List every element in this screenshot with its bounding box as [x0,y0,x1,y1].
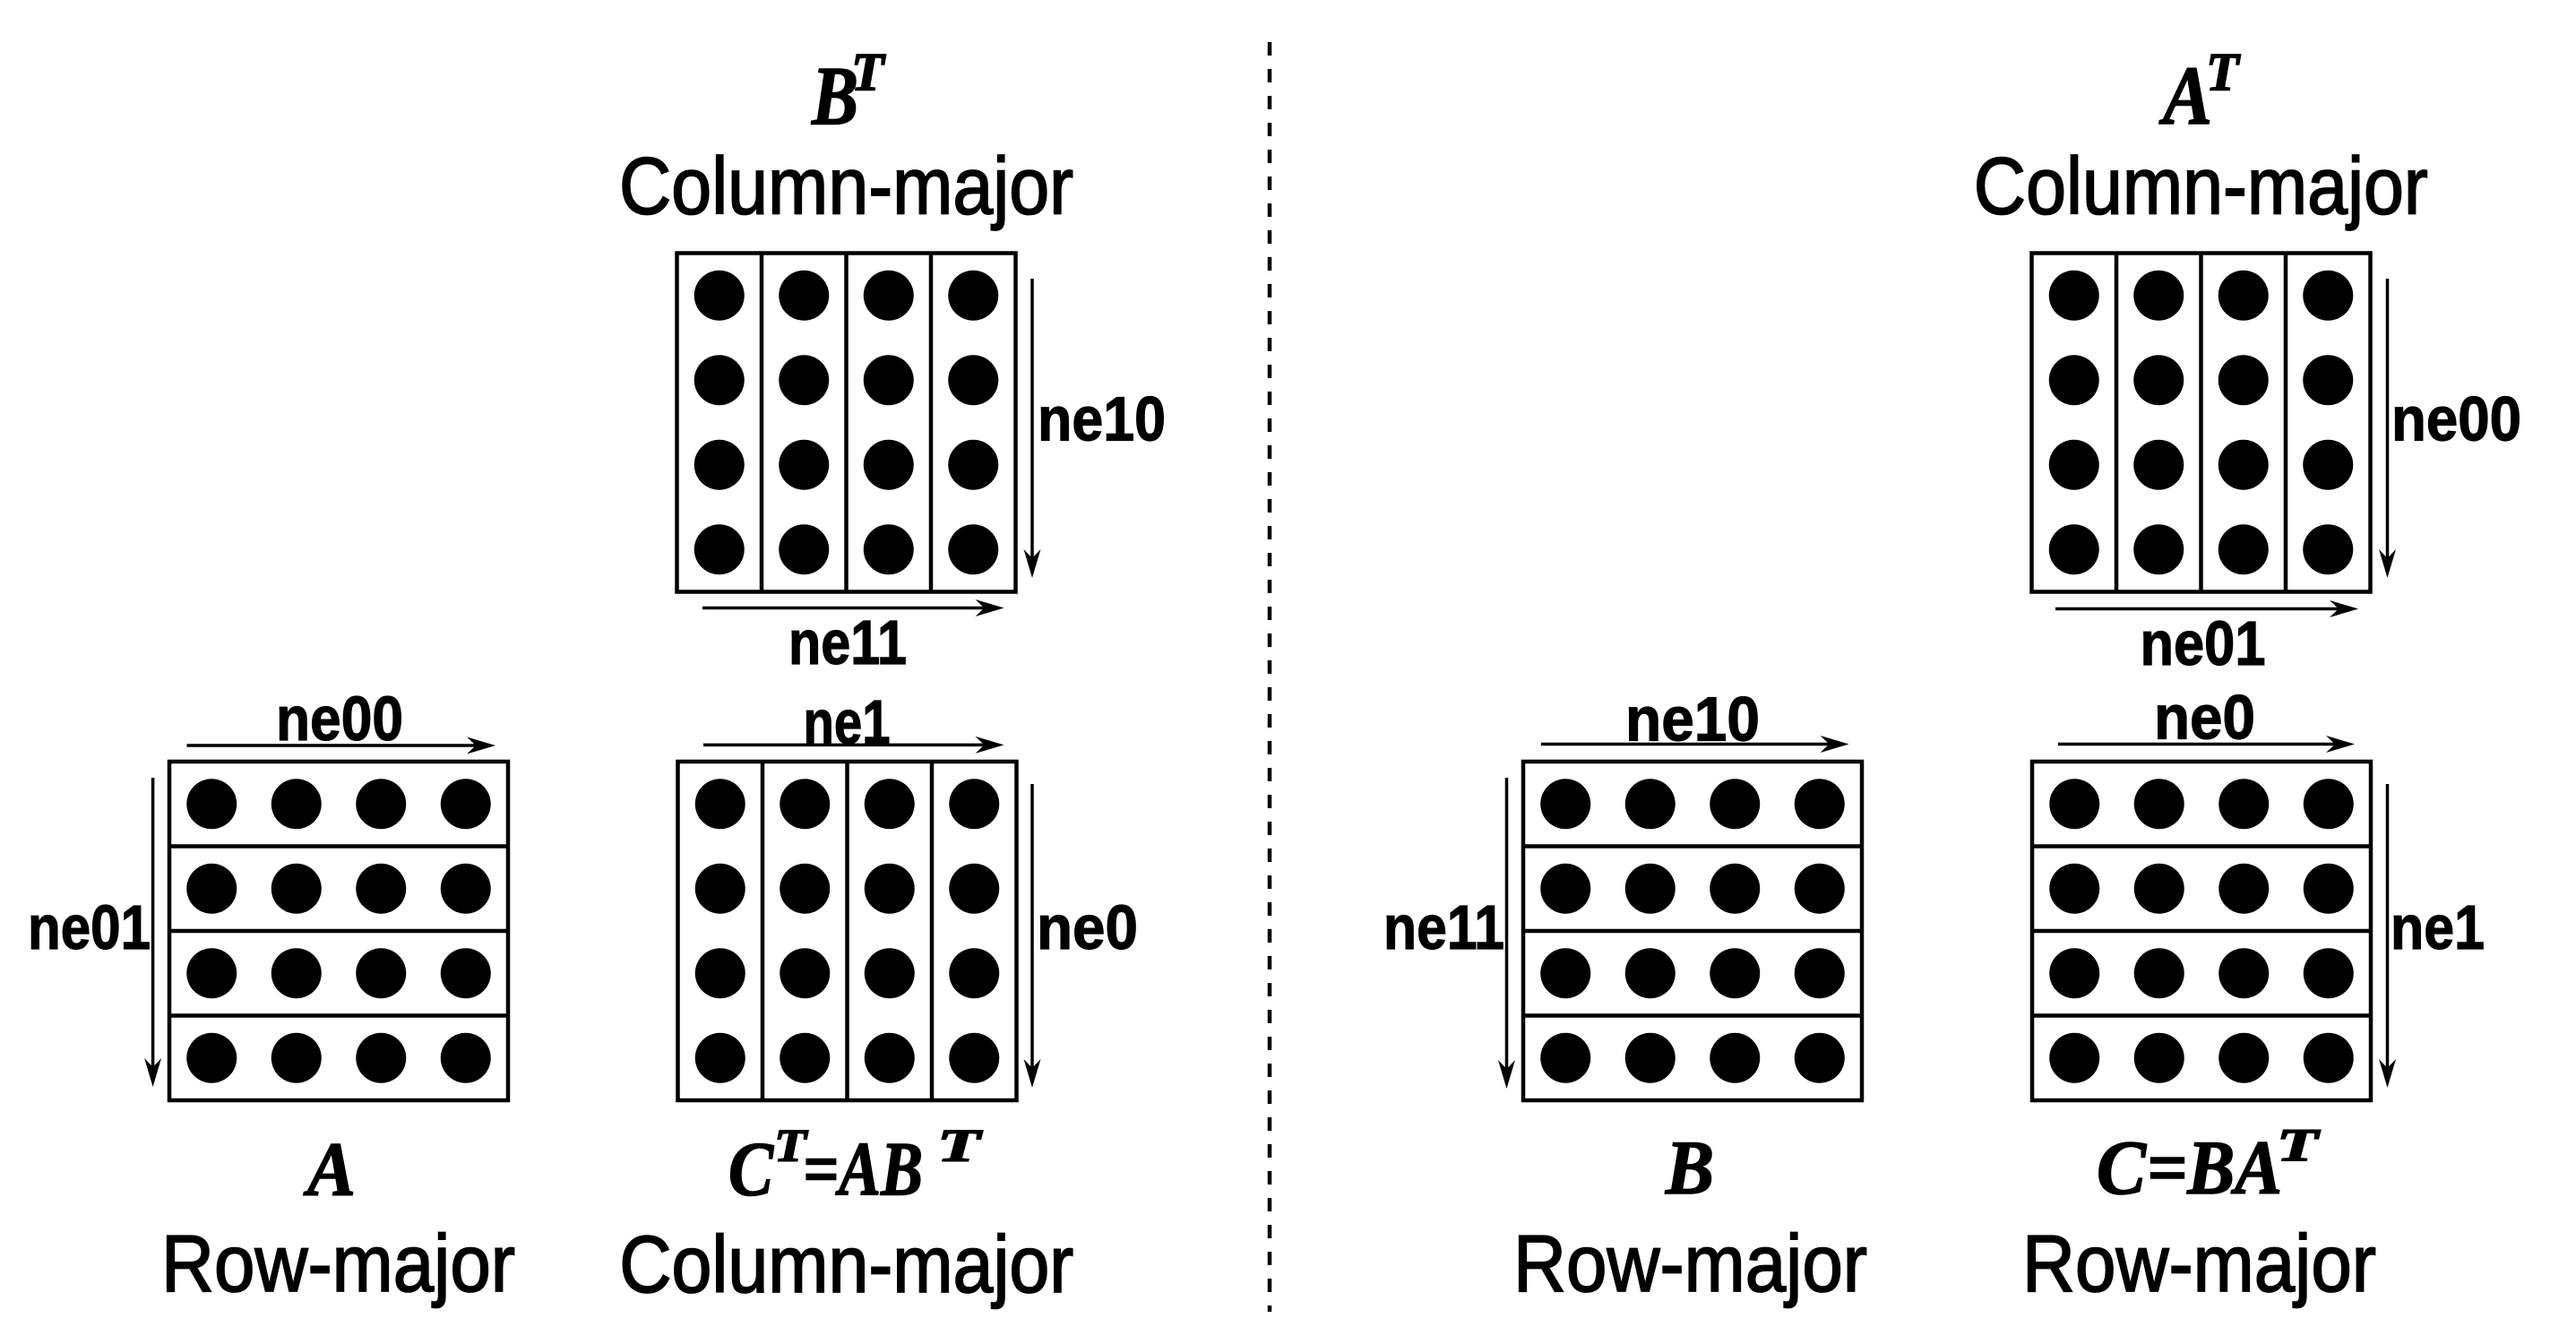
svg-text:ne10: ne10 [1038,383,1166,453]
svg-text:ne00: ne00 [2391,383,2521,453]
svg-text:=BA: =BA [2147,1124,2282,1210]
svg-text:A: A [2159,50,2212,142]
svg-text:B: B [1665,1124,1714,1210]
svg-text:Column-major: Column-major [619,1220,1073,1310]
svg-text:Row-major: Row-major [161,1219,515,1309]
svg-text:T: T [937,1121,983,1172]
svg-text:Column-major: Column-major [1974,142,2428,232]
svg-text:ne1: ne1 [2391,892,2485,962]
svg-text:ne00: ne00 [276,684,403,754]
svg-text:ne01: ne01 [2141,608,2266,678]
svg-text:=AB: =AB [803,1126,923,1212]
svg-text:C: C [728,1126,774,1212]
svg-text:ne0: ne0 [2154,683,2255,753]
svg-text:ne0: ne0 [1037,892,1138,962]
svg-text:T: T [2277,1121,2321,1172]
svg-text:T: T [851,42,886,101]
svg-text:ne01: ne01 [28,892,151,962]
svg-text:Row-major: Row-major [1513,1219,1867,1309]
svg-text:C: C [2097,1124,2148,1210]
svg-text:Row-major: Row-major [2022,1219,2376,1309]
svg-text:T: T [2206,42,2241,101]
svg-text:Column-major: Column-major [619,142,1073,232]
svg-text:ne11: ne11 [788,607,907,677]
svg-text:B: B [811,50,858,142]
svg-text:ne10: ne10 [1625,685,1760,754]
svg-text:ne11: ne11 [1383,892,1504,962]
svg-text:T: T [774,1121,809,1172]
svg-text:A: A [303,1126,356,1212]
svg-text:ne1: ne1 [804,687,891,757]
